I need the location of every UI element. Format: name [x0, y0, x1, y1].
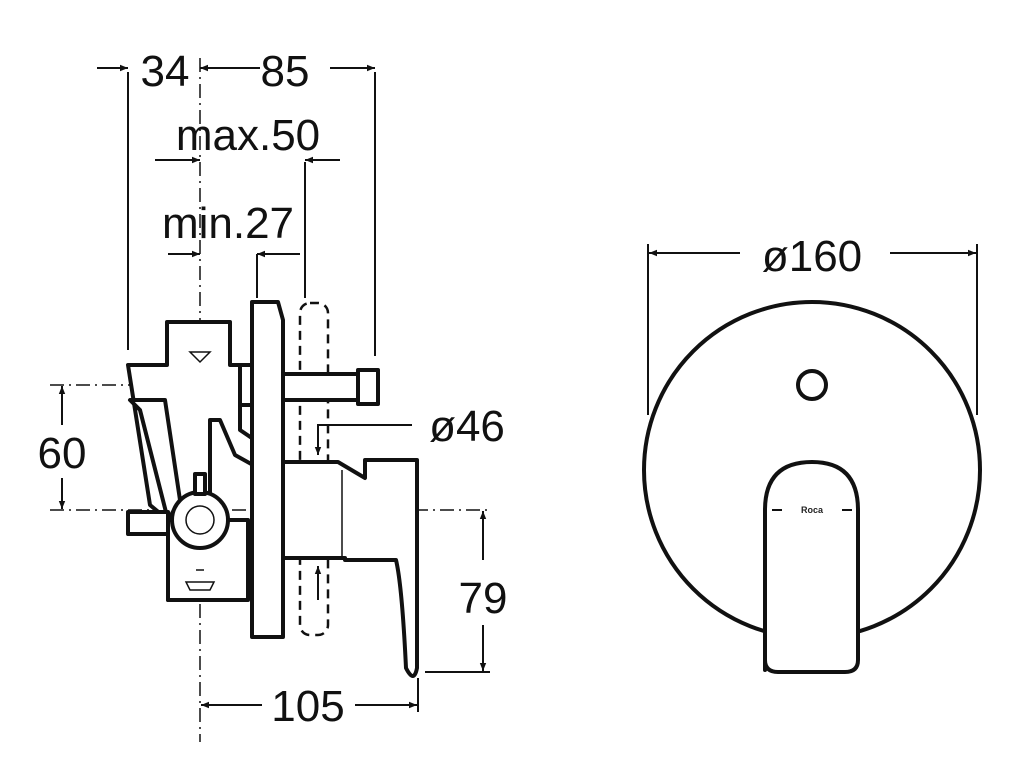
extension-lines — [127, 72, 978, 712]
lever-side — [281, 458, 419, 678]
dimension-labels: 34 85 max.50 min.27 60 ø46 79 105 ø160 — [38, 47, 863, 731]
cover-plate-side — [250, 300, 285, 639]
dim-min-27: min.27 — [162, 199, 294, 248]
front-view: Roca — [642, 300, 982, 674]
dim-85: 85 — [261, 47, 310, 96]
brand-logo: Roca — [801, 505, 824, 515]
cap-hole — [796, 369, 828, 401]
side-view — [126, 300, 419, 678]
dim-34: 34 — [141, 47, 190, 96]
dim-diameter-46: ø46 — [429, 402, 505, 451]
lever-front — [763, 460, 860, 674]
dim-105: 105 — [271, 682, 344, 731]
dim-60: 60 — [38, 429, 87, 478]
diverter-knob — [170, 490, 230, 550]
dim-79: 79 — [459, 574, 508, 623]
dim-diameter-160: ø160 — [762, 232, 862, 281]
dimension-arrows — [58, 64, 976, 709]
dim-max-50: max.50 — [176, 111, 320, 160]
